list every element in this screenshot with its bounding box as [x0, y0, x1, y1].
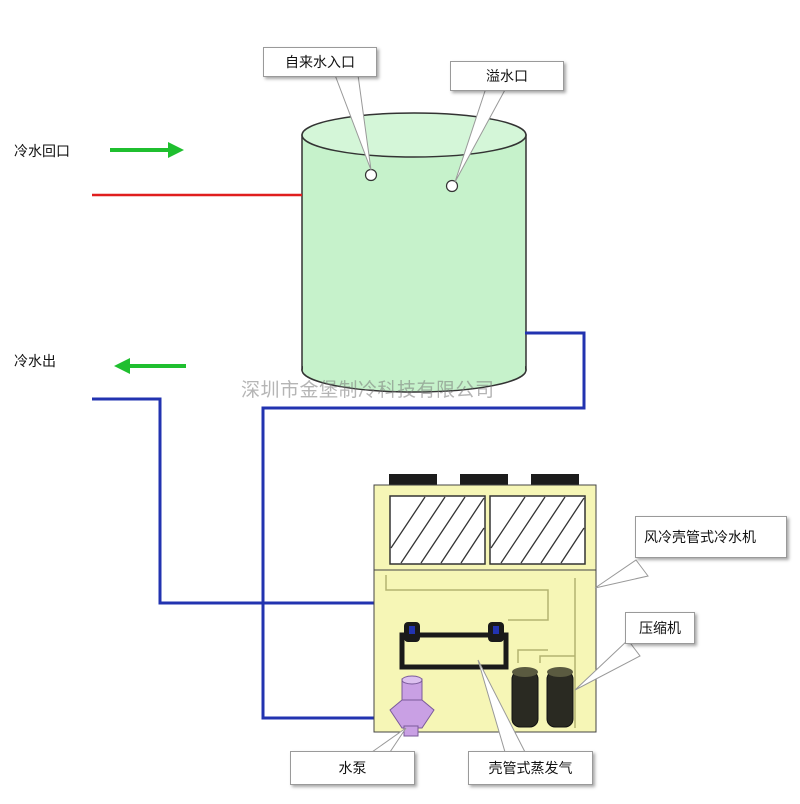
tank-to-pump-pipe [261, 331, 586, 720]
condenser-panel [389, 495, 486, 565]
chiller-callout-pointer [594, 559, 649, 589]
chilled-water-out-pipe [92, 397, 412, 628]
compressor-callout-pointer [574, 639, 641, 691]
compressor-pair [511, 667, 574, 728]
refrigerant-lines [385, 575, 576, 728]
shell-tube-evaporator [399, 622, 509, 670]
air-cooled-chiller-unit [373, 474, 597, 737]
fan-cap [460, 474, 508, 486]
fan-cap [531, 474, 579, 486]
overflow-outlet-label: 溢水口 [450, 61, 564, 91]
water-pump [389, 675, 435, 737]
air-cooled-chiller-label: 风冷壳管式冷水机 [635, 516, 787, 558]
compressor-label: 压缩机 [625, 612, 695, 644]
water-tank [301, 112, 527, 393]
fan-cap [389, 474, 437, 486]
condenser-panel [489, 495, 586, 565]
evaporator-label: 壳管式蒸发气 [468, 751, 593, 785]
water-pump-label: 水泵 [290, 751, 415, 785]
company-watermark: 深圳市金堡制冷科技有限公司 [241, 379, 495, 401]
tap-water-inlet-port [364, 168, 378, 182]
chilled-water-return-label: 冷水回口 [14, 144, 70, 160]
chilled-water-out-label: 冷水出 [14, 354, 56, 370]
tap-water-inlet-label: 自来水入口 [263, 47, 377, 77]
overflow-port [445, 179, 459, 193]
